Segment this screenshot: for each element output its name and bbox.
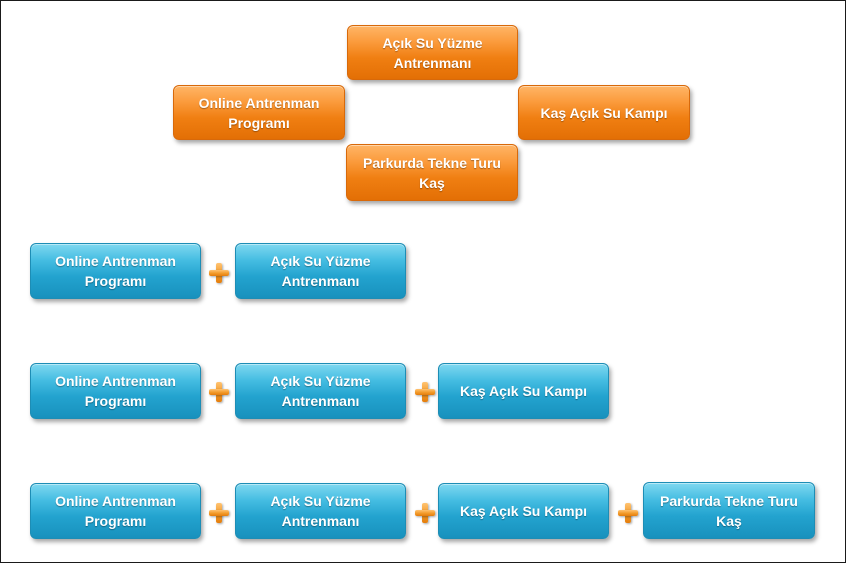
- box-top: Açık Su Yüzme Antrenmanı: [347, 25, 518, 80]
- row3-box-4-label: Parkurda Tekne Turu Kaş: [660, 492, 798, 529]
- row3-box-3-label: Kaş Açık Su Kampı: [459, 503, 588, 519]
- box-bottom: Parkurda Tekne Turu Kaş: [346, 144, 518, 201]
- box-left-label: Online Antrenman Programı: [198, 94, 320, 131]
- plus-icon: [209, 503, 229, 523]
- row3-box-2-label: Açık Su Yüzme Antrenmanı: [270, 493, 371, 529]
- plus-icon: [415, 503, 435, 523]
- box-right: Kaş Açık Su Kampı: [518, 85, 690, 140]
- box-bottom-label: Parkurda Tekne Turu Kaş: [363, 154, 501, 191]
- row3-box-1: Online Antrenman Programı: [30, 483, 201, 539]
- row1-box-1-label: Online Antrenman Programı: [55, 253, 176, 289]
- plus-icon: [209, 382, 229, 402]
- row2-box-3-label: Kaş Açık Su Kampı: [459, 383, 588, 399]
- row2-box-1: Online Antrenman Programı: [30, 363, 201, 419]
- plus-icon: [618, 503, 638, 523]
- row3-box-4: Parkurda Tekne Turu Kaş: [643, 482, 815, 539]
- row1-box-2: Açık Su Yüzme Antrenmanı: [235, 243, 406, 299]
- row3-box-3: Kaş Açık Su Kampı: [438, 483, 609, 539]
- row1-box-2-label: Açık Su Yüzme Antrenmanı: [270, 253, 371, 289]
- row3-box-1-label: Online Antrenman Programı: [55, 493, 176, 529]
- row1-box-1: Online Antrenman Programı: [30, 243, 201, 299]
- box-left: Online Antrenman Programı: [173, 85, 345, 140]
- row2-box-2: Açık Su Yüzme Antrenmanı: [235, 363, 406, 419]
- row2-box-1-label: Online Antrenman Programı: [55, 373, 176, 409]
- plus-icon: [209, 263, 229, 283]
- row2-box-2-label: Açık Su Yüzme Antrenmanı: [270, 373, 371, 409]
- plus-icon: [415, 382, 435, 402]
- box-right-label: Kaş Açık Su Kampı: [540, 104, 668, 121]
- row3-box-2: Açık Su Yüzme Antrenmanı: [235, 483, 406, 539]
- row2-box-3: Kaş Açık Su Kampı: [438, 363, 609, 419]
- box-top-label: Açık Su Yüzme Antrenmanı: [382, 34, 483, 71]
